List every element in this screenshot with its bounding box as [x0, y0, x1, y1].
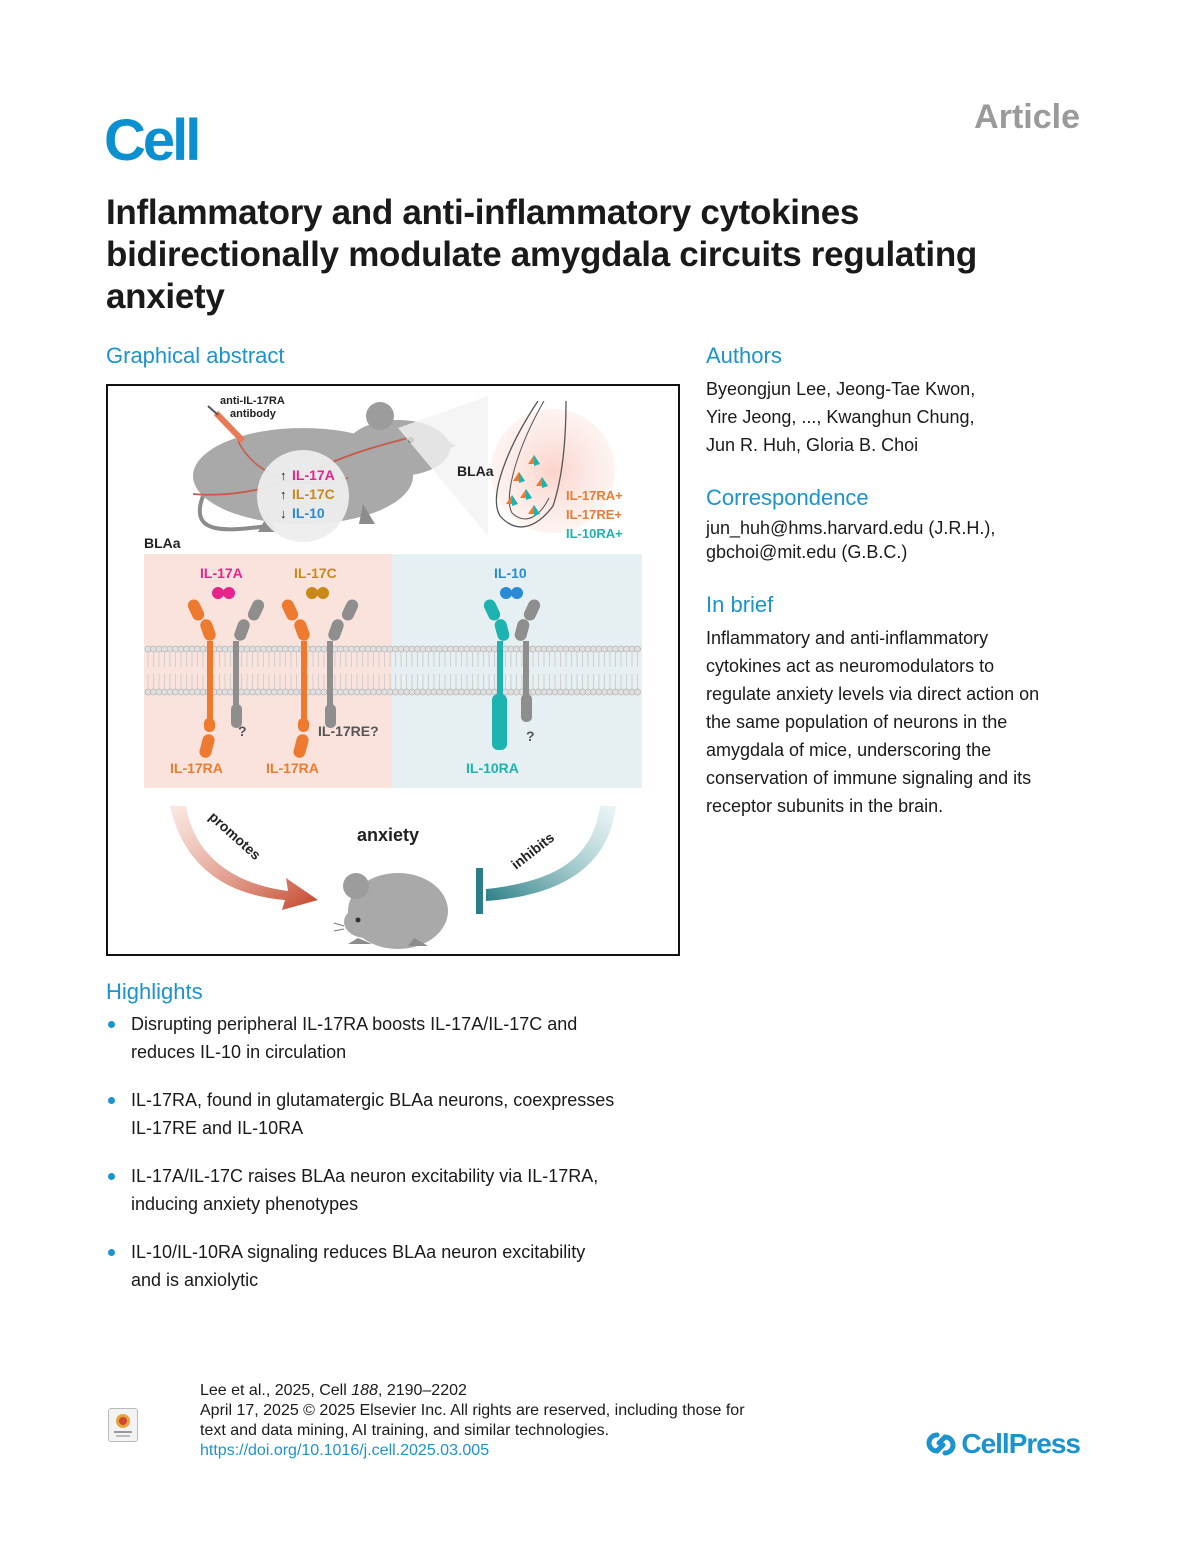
correspondence-email-huh[interactable]: jun_huh@hms.harvard.edu (J.R.H.),: [706, 518, 996, 538]
inhibits-arrow: [486, 806, 616, 901]
blood-il10: IL-10: [292, 505, 325, 521]
il17re-subunit: [325, 599, 359, 728]
graphical-abstract-heading: Graphical abstract: [106, 343, 285, 368]
in-brief-line: the same population of neurons in the: [706, 712, 1008, 732]
cellpress-logo: CellPress: [925, 1428, 1081, 1460]
correspondence-list: jun_huh@hms.harvard.edu (J.R.H.), gbchoi…: [706, 516, 1106, 564]
rights-line: text and data mining, AI training, and s…: [200, 1422, 610, 1439]
bullet-icon: [108, 1173, 115, 1180]
check-for-updates-badge[interactable]: [108, 1408, 138, 1442]
receptor-label-il17ra-2: IL-17RA: [266, 760, 319, 776]
up-arrow-icon: ↑: [280, 468, 287, 483]
syringe-icon: [207, 405, 246, 444]
doi-link[interactable]: https://doi.org/10.1016/j.cell.2025.03.0…: [200, 1442, 490, 1459]
inhibits-bar-icon: [476, 868, 483, 914]
article-title: Inflammatory and anti-inflammatory cytok…: [106, 193, 977, 316]
il10-dimer: [500, 587, 523, 599]
blood-level-circle: [257, 450, 349, 542]
in-brief-line: receptor subunits in the brain.: [706, 796, 944, 816]
il17ra-receptor-2: [281, 599, 310, 758]
inhibits-label: inhibits: [508, 829, 557, 872]
authors-line: Yire Jeong, ..., Kwanghun Chung,: [706, 407, 975, 427]
unknown-subunit-2: [514, 599, 541, 722]
cellpress-mark-icon: [926, 1432, 956, 1456]
copyright-line: April 17, 2025 © 2025 Elsevier Inc. All …: [200, 1402, 745, 1419]
il17a-dimer: [212, 587, 235, 599]
receptor-label-il10ra: IL-10RA: [466, 760, 519, 776]
zoom-cone: [398, 396, 488, 536]
promotes-arrow: [170, 806, 318, 910]
citation-block: Lee et al., 2025, Cell 188, 2190–2202 Ap…: [200, 1381, 745, 1461]
cytokine-il10-label: IL-10: [494, 565, 527, 581]
il17re-positive-label: IL-17RE+: [566, 507, 622, 522]
receptor-label-il17ra-1: IL-17RA: [170, 760, 223, 776]
highlight-item: IL-10/IL-10RA signaling reduces BLAa neu…: [106, 1238, 706, 1294]
unknown-subunit-mark-2: ?: [526, 728, 535, 744]
cytokine-il17a-label: IL-17A: [200, 565, 243, 581]
in-brief-text: Inflammatory and anti-inflammatory cytok…: [706, 624, 1106, 820]
blood-il17a: IL-17A: [292, 467, 335, 483]
in-brief-line: amygdala of mice, underscoring the: [706, 740, 992, 760]
in-brief-line: cytokines act as neuromodulators to: [706, 656, 995, 676]
il17re-question-label: IL-17RE?: [318, 723, 379, 739]
unknown-subunit-mark-1: ?: [238, 723, 247, 739]
il10ra-receptor: [483, 599, 510, 750]
anxious-mouse-illustration: [333, 873, 448, 949]
highlight-item: Disrupting peripheral IL-17RA boosts IL-…: [106, 1010, 706, 1066]
up-arrow-icon: ↑: [280, 487, 287, 502]
highlights-list: Disrupting peripheral IL-17RA boosts IL-…: [106, 1010, 706, 1314]
in-brief-line: Inflammatory and anti-inflammatory: [706, 628, 989, 648]
highlight-item: IL-17A/IL-17C raises BLAa neuron excitab…: [106, 1162, 706, 1218]
bullet-icon: [108, 1021, 115, 1028]
check-updates-icon: [114, 1414, 132, 1437]
authors-line: Jun R. Huh, Gloria B. Choi: [706, 435, 919, 455]
in-brief-heading: In brief: [706, 592, 774, 617]
il10ra-positive-label: IL-10RA+: [566, 526, 623, 541]
il17c-dimer: [306, 587, 329, 599]
bullet-icon: [108, 1249, 115, 1256]
authors-line: Byeongjun Lee, Jeong-Tae Kwon,: [706, 379, 976, 399]
blaa-outline: [495, 400, 567, 528]
neuron-cluster: [506, 455, 548, 516]
bullet-icon: [108, 1097, 115, 1104]
cell-membrane: [144, 645, 641, 696]
cytokine-il17c-label: IL-17C: [294, 565, 337, 581]
graphical-abstract-figure: anti-IL-17RA antibody ↑ IL-17A ↑ IL-17C …: [106, 384, 680, 956]
article-type-label: Article: [974, 98, 1080, 136]
highlights-heading: Highlights: [106, 979, 203, 1004]
blaa-left-label: BLAa: [144, 535, 181, 551]
blood-il17c: IL-17C: [292, 486, 335, 502]
publisher-name: CellPress: [961, 1428, 1081, 1459]
correspondence-email-choi[interactable]: gbchoi@mit.edu (G.B.C.): [706, 542, 908, 562]
antibody-label-1: anti-IL-17RA: [220, 395, 285, 407]
inflammatory-panel: [144, 554, 392, 788]
il17ra-receptor-1: [187, 599, 216, 758]
promotes-label: promotes: [206, 808, 264, 863]
correspondence-heading: Correspondence: [706, 485, 869, 510]
unknown-subunit-1: [231, 599, 265, 728]
graphical-abstract-svg: anti-IL-17RA antibody ↑ IL-17A ↑ IL-17C …: [144, 395, 642, 949]
il17ra-positive-label: IL-17RA+: [566, 488, 623, 503]
highlight-item: IL-17RA, found in glutamatergic BLAa neu…: [106, 1086, 706, 1142]
citation-line: Lee et al., 2025, Cell 188, 2190–2202: [200, 1382, 467, 1399]
authors-list: Byeongjun Lee, Jeong-Tae Kwon, Yire Jeon…: [706, 375, 1106, 459]
authors-heading: Authors: [706, 343, 782, 368]
anxiety-label: anxiety: [357, 825, 419, 845]
in-brief-line: conservation of immune signaling and its: [706, 768, 1032, 788]
journal-logo: Cell: [104, 108, 201, 173]
down-arrow-icon: ↓: [280, 506, 287, 521]
blaa-region-glow: [491, 409, 615, 533]
blaa-top-label: BLAa: [457, 463, 494, 479]
in-brief-line: regulate anxiety levels via direct actio…: [706, 684, 1040, 704]
antibody-label-2: antibody: [230, 408, 277, 420]
